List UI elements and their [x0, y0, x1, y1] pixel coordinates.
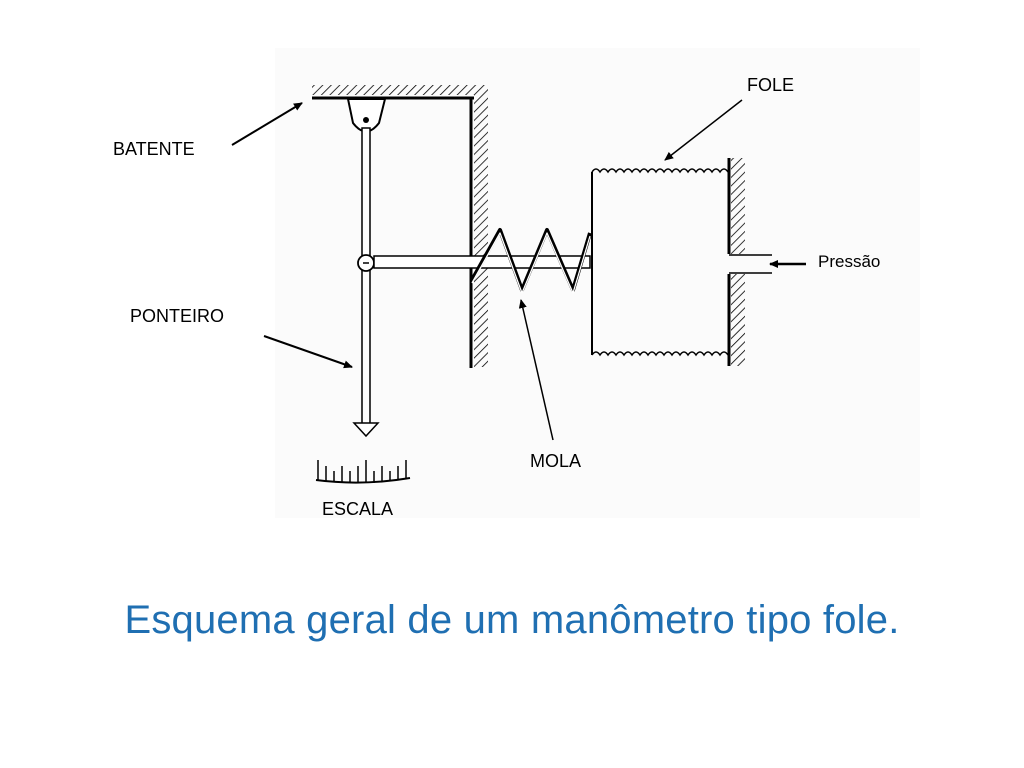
bellows: [591, 168, 729, 357]
label-pressao: Pressão: [818, 252, 880, 271]
label-mola: MOLA: [530, 451, 581, 471]
pointer: [352, 127, 380, 438]
mola-arrow: [518, 299, 554, 441]
figure-panel: [275, 48, 920, 518]
right-wall: [727, 158, 772, 366]
frame-stop: [312, 85, 488, 368]
slide-caption: Esquema geral de um manômetro tipo fole.: [124, 598, 900, 642]
fole-arrow: [664, 99, 743, 161]
batente-arrow: [231, 102, 303, 146]
spring: [470, 228, 592, 294]
label-batente: BATENTE: [113, 139, 195, 159]
bellows-manometer-diagram: BATENTE PONTEIRO ESCALA MOLA FOLE Pressã…: [113, 48, 920, 519]
label-fole: FOLE: [747, 75, 794, 95]
scale: [315, 460, 411, 484]
ponteiro-arrow: [263, 335, 353, 369]
label-escala: ESCALA: [322, 499, 393, 519]
leader-arrows: [231, 99, 806, 441]
label-ponteiro: PONTEIRO: [130, 306, 224, 326]
